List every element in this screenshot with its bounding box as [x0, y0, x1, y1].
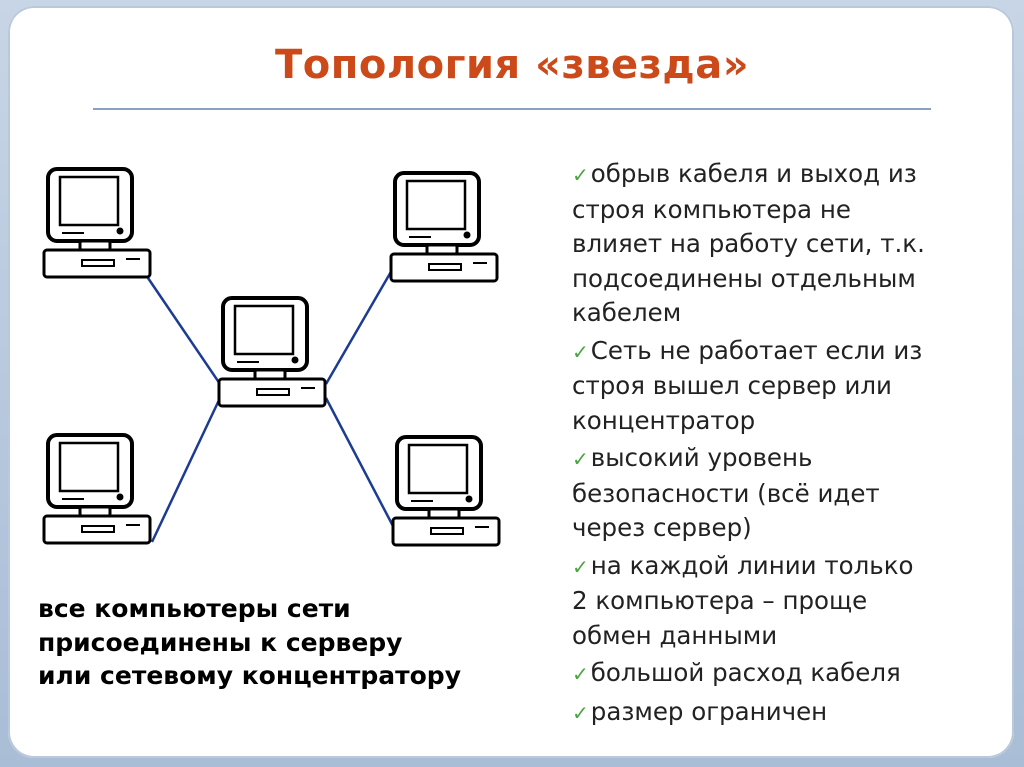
- list-item: ✓обрыв кабеля и выход из строя компьютер…: [572, 159, 925, 327]
- slide-title: Топология «звезда»: [274, 42, 750, 88]
- check-icon: ✓: [572, 662, 589, 686]
- diagram-caption: все компьютеры сети присоединены к серве…: [38, 592, 528, 693]
- caption-line: все компьютеры сети: [38, 594, 351, 623]
- computer-icon-bottom-right: [391, 435, 501, 547]
- computer-icon-bottom-left: [42, 433, 152, 545]
- check-icon: ✓: [572, 700, 589, 725]
- slide: [8, 6, 1014, 758]
- check-icon: ✓: [572, 163, 589, 187]
- link-bottom-right: [324, 397, 396, 529]
- link-top-left: [146, 277, 222, 385]
- caption-line: или сетевому концентратору: [38, 661, 461, 690]
- server-computer-icon: [217, 296, 327, 408]
- title-divider: [93, 108, 931, 110]
- list-item: ✓большой расход кабеля: [572, 658, 901, 687]
- check-icon: ✓: [572, 554, 589, 579]
- list-item: ✓высокий уровень безопасности (всё идет …: [572, 443, 880, 542]
- check-icon: ✓: [572, 447, 589, 471]
- properties-list: ✓обрыв кабеля и выход из строя компьютер…: [572, 157, 1012, 733]
- link-top-right: [324, 269, 394, 385]
- computer-icon-top-left: [42, 167, 152, 279]
- link-bottom-left: [150, 397, 222, 543]
- list-item: ✓размер ограничен: [572, 696, 828, 726]
- list-item: ✓Сеть не работает если из строя вышел се…: [572, 335, 923, 435]
- computer-icon-top-right: [389, 171, 499, 283]
- check-icon: ✓: [572, 339, 589, 364]
- caption-line: присоединены к серверу: [38, 627, 403, 657]
- list-item: ✓на каждой линии только 2 компьютера – п…: [572, 550, 914, 650]
